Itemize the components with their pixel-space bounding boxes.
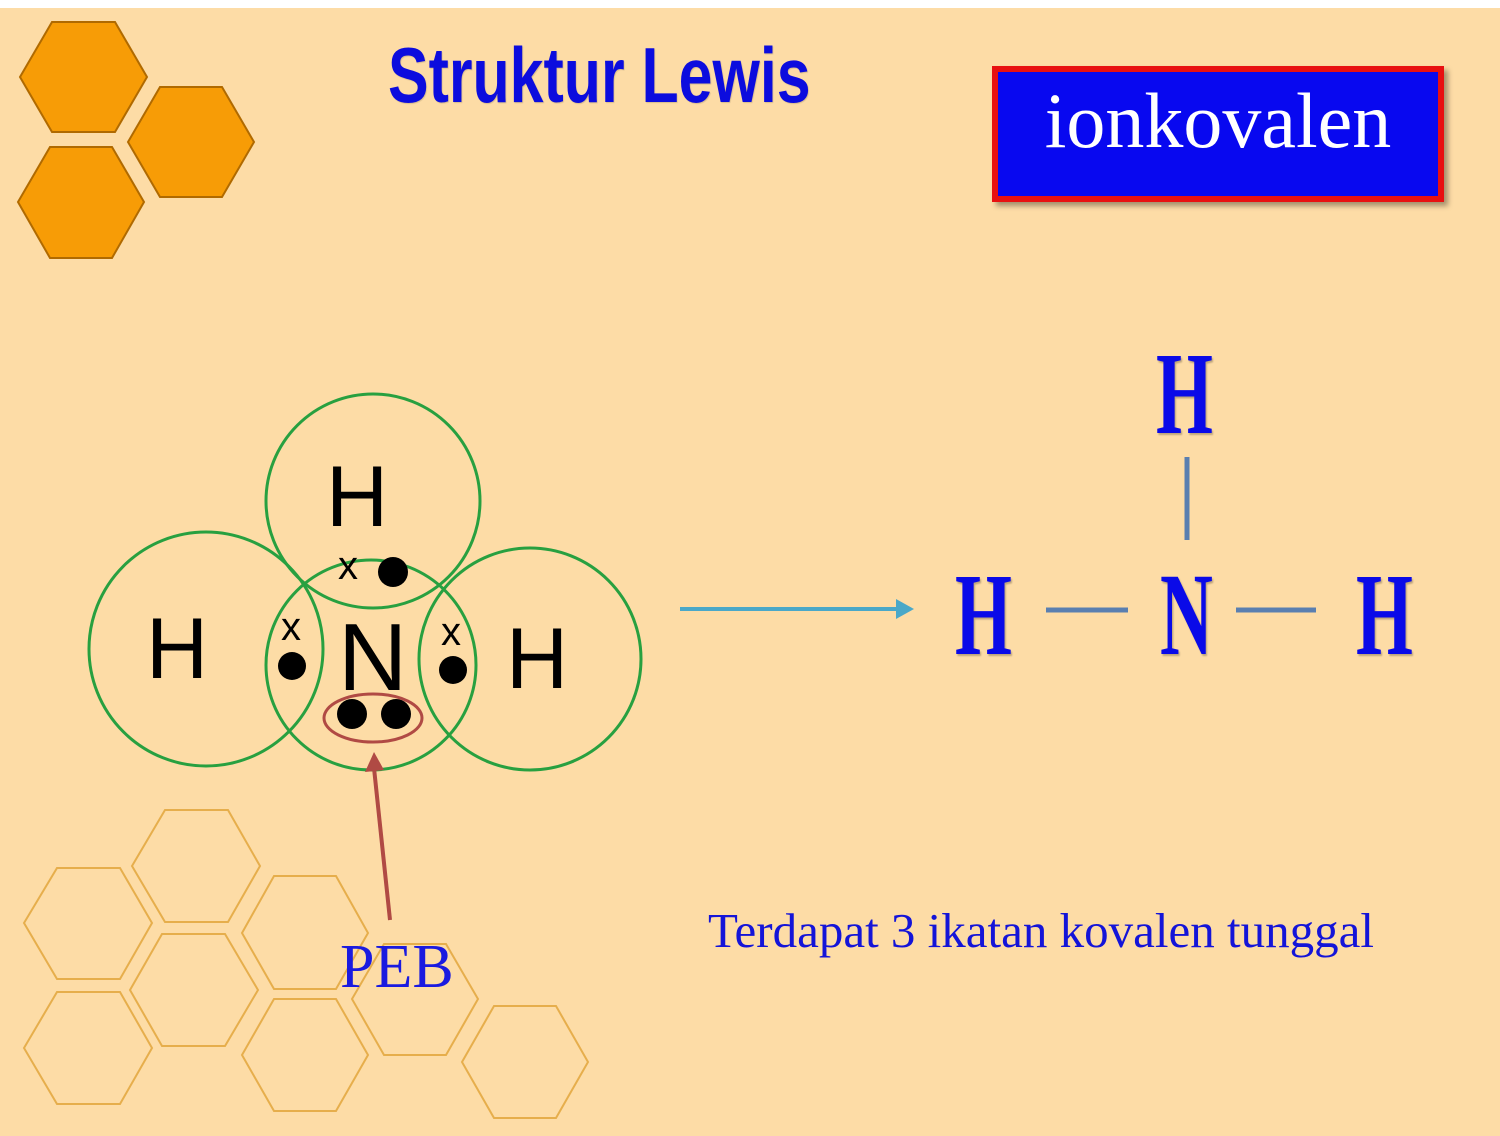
peb-label: PEB: [340, 933, 454, 1001]
lewis-atom-h-top: H: [326, 449, 389, 545]
background-graphics: [16, 21, 1316, 1119]
electron-cross: x: [338, 544, 358, 588]
lewis-atom-h-left: H: [146, 601, 209, 697]
reaction-arrow-head: [896, 599, 914, 619]
hexagon-outline: [350, 943, 480, 1056]
hexagon-outline: [22, 867, 154, 980]
peb-ellipse: [322, 692, 424, 744]
electron-dots: [278, 557, 467, 729]
slide-title: Struktur Lewis: [388, 31, 811, 119]
orbit-circle-right-h: [417, 546, 643, 772]
lewis-atom-n: N: [338, 604, 408, 711]
hexagon-outline: [240, 998, 370, 1112]
hexagon-shape: [126, 86, 256, 198]
structural-n: N: [1160, 549, 1213, 680]
lewis-atom-h-right: H: [506, 611, 569, 707]
structural-h-left: H: [955, 549, 1012, 680]
electron-cross: x: [441, 610, 461, 654]
electron-dot: [278, 652, 306, 680]
hexagon-outline: [240, 875, 370, 990]
structural-h-right: H: [1356, 549, 1413, 680]
hexagon-shape: [18, 21, 149, 133]
hexagon-outline: [130, 809, 262, 923]
hexagon-outline: [460, 1005, 590, 1119]
orbit-circle-left-h: [87, 530, 325, 768]
electron-dot: [439, 656, 467, 684]
bond-note: Terdapat 3 ikatan kovalen tunggal: [708, 903, 1374, 958]
electron-dot: [337, 699, 367, 729]
electron-dot: [378, 557, 408, 587]
orbit-circles: [87, 392, 643, 772]
type-badge: ionkovalen: [992, 66, 1444, 202]
hexagon-outline: [128, 933, 260, 1047]
peb-arrow-line: [372, 767, 392, 921]
orbit-circle-top-h: [264, 392, 482, 610]
slide: Struktur Lewis ionkovalen H H N H x x x …: [0, 8, 1500, 1136]
electron-dot: [381, 699, 411, 729]
structural-h-top: H: [1156, 328, 1213, 459]
bond-lines: [1046, 457, 1316, 613]
hexagon-outline: [22, 991, 154, 1105]
peb-arrow-head: [365, 752, 384, 772]
hexagon-shape: [16, 146, 146, 259]
orange-hexagon-decoration: [16, 21, 256, 259]
outline-hexagon-decoration: [22, 809, 590, 1119]
electron-cross: x: [281, 605, 301, 649]
type-badge-label: ionkovalen: [1044, 77, 1392, 164]
